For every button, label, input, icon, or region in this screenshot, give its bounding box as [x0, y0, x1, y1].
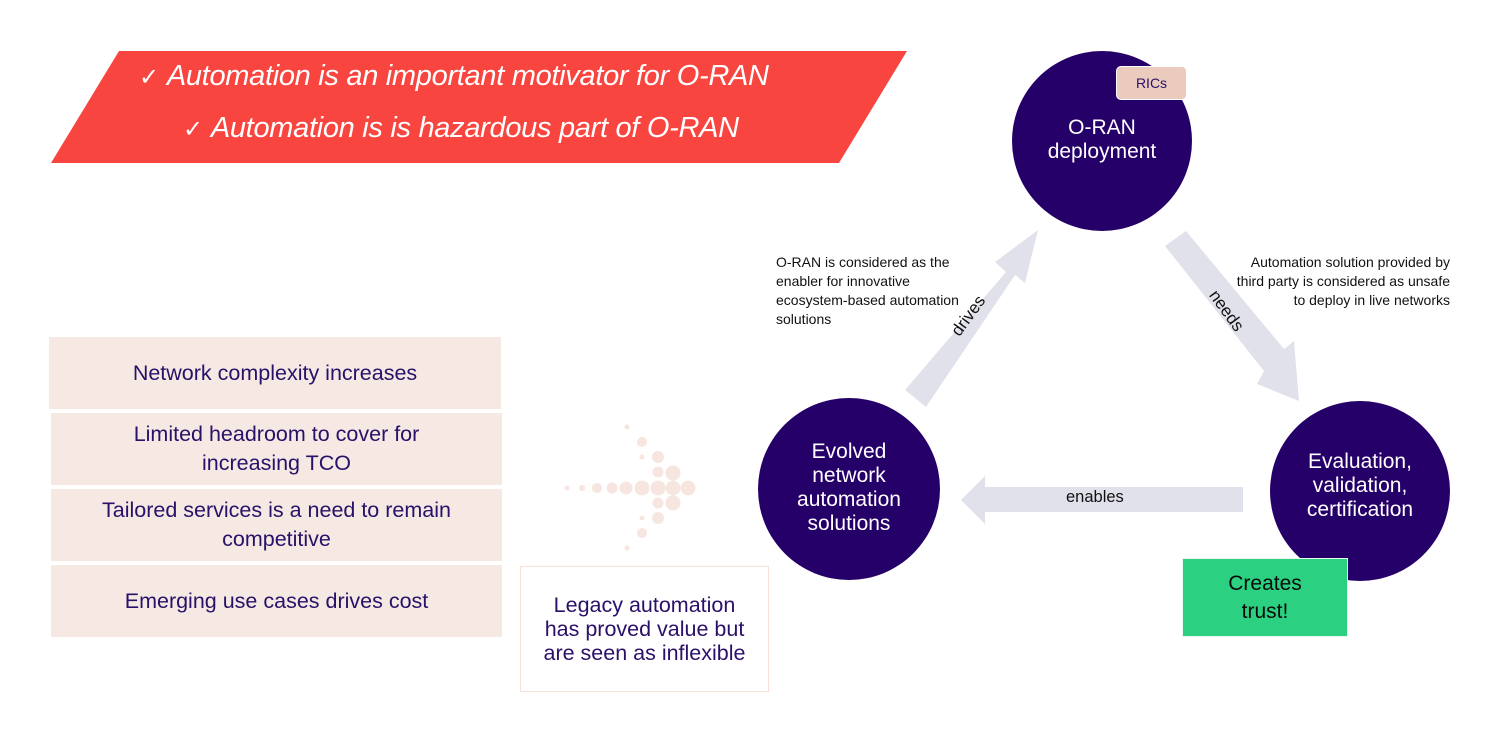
dot — [652, 451, 664, 463]
driver-item: Tailored services is a need to remain co… — [51, 489, 502, 561]
dot — [634, 480, 650, 496]
dotted-arrow-icon — [564, 424, 696, 551]
check-icon: ✓ — [139, 63, 159, 91]
dot — [680, 480, 696, 496]
dot — [650, 480, 666, 496]
trust-text-line: trust! — [1241, 599, 1289, 623]
enables-label: enables — [1066, 488, 1124, 506]
node-evolved-automation — [758, 398, 940, 580]
node-oran-deployment-label: O-RAN deployment — [1012, 112, 1192, 168]
rics-badge-text: RICs — [1135, 75, 1168, 91]
driver-item: Network complexity increases — [49, 337, 501, 409]
node-label-line: automation — [797, 488, 901, 511]
legacy-automation-box: Legacy automation has proved value but a… — [520, 566, 769, 692]
driver-item: Emerging use cases drives cost — [51, 565, 502, 637]
banner-text-2: Automation is is hazardous part of O-RAN — [210, 112, 739, 144]
check-icon: ✓ — [183, 115, 203, 143]
dot — [665, 495, 681, 511]
node-evaluation-label: Evaluation, validation, certification — [1270, 448, 1450, 524]
note-third-party-unsafe: Automation solution provided by third pa… — [1236, 254, 1450, 308]
dot — [624, 424, 630, 430]
node-label-line: certification — [1306, 498, 1414, 521]
driver-text: Limited headroom to cover for increasing… — [133, 422, 420, 475]
dot — [637, 437, 647, 447]
dot — [639, 454, 645, 460]
rics-badge: RICs — [1116, 66, 1187, 100]
dot — [639, 515, 645, 521]
drives-arrow — [905, 230, 1038, 407]
legacy-text: Legacy automation has proved value but a… — [543, 593, 746, 665]
node-label-line: Evolved — [811, 440, 887, 463]
dot — [637, 528, 647, 538]
node-evolved-automation-label: Evolved network automation solutions — [758, 438, 940, 538]
node-label-line: network — [812, 464, 886, 487]
note-oran-enabler: O-RAN is considered as the enabler for i… — [776, 254, 959, 327]
node-evaluation — [1270, 401, 1450, 581]
dot — [606, 482, 618, 494]
enables-arrow — [961, 476, 1243, 524]
needs-arrow — [1165, 231, 1299, 401]
dot — [652, 466, 664, 478]
node-label-line: deployment — [1047, 140, 1157, 163]
dot — [624, 545, 630, 551]
node-label-line: solutions — [807, 512, 891, 535]
dot — [652, 497, 664, 509]
dot — [619, 481, 633, 495]
banner-text-1: Automation is an important motivator for… — [166, 60, 769, 92]
banner-line-1: ✓Automation is an important motivator fo… — [139, 60, 769, 93]
node-label-line: Evaluation, — [1308, 450, 1412, 473]
dot — [665, 480, 681, 496]
banner-line-2: ✓Automation is is hazardous part of O-RA… — [183, 112, 739, 145]
driver-text: Network complexity increases — [132, 360, 418, 385]
driver-text: Tailored services is a need to remain co… — [102, 498, 451, 551]
dot — [652, 512, 664, 524]
dot — [579, 485, 585, 491]
creates-trust-box: Creates trust! — [1182, 558, 1348, 637]
node-label-line: validation, — [1312, 474, 1408, 497]
node-label-line: O-RAN — [1068, 116, 1136, 139]
trust-text-line: Creates — [1228, 571, 1302, 595]
dot — [564, 485, 570, 491]
driver-item: Limited headroom to cover for increasing… — [51, 413, 502, 485]
dot — [665, 465, 681, 481]
driver-text: Emerging use cases drives cost — [124, 588, 429, 613]
dot — [592, 483, 602, 493]
